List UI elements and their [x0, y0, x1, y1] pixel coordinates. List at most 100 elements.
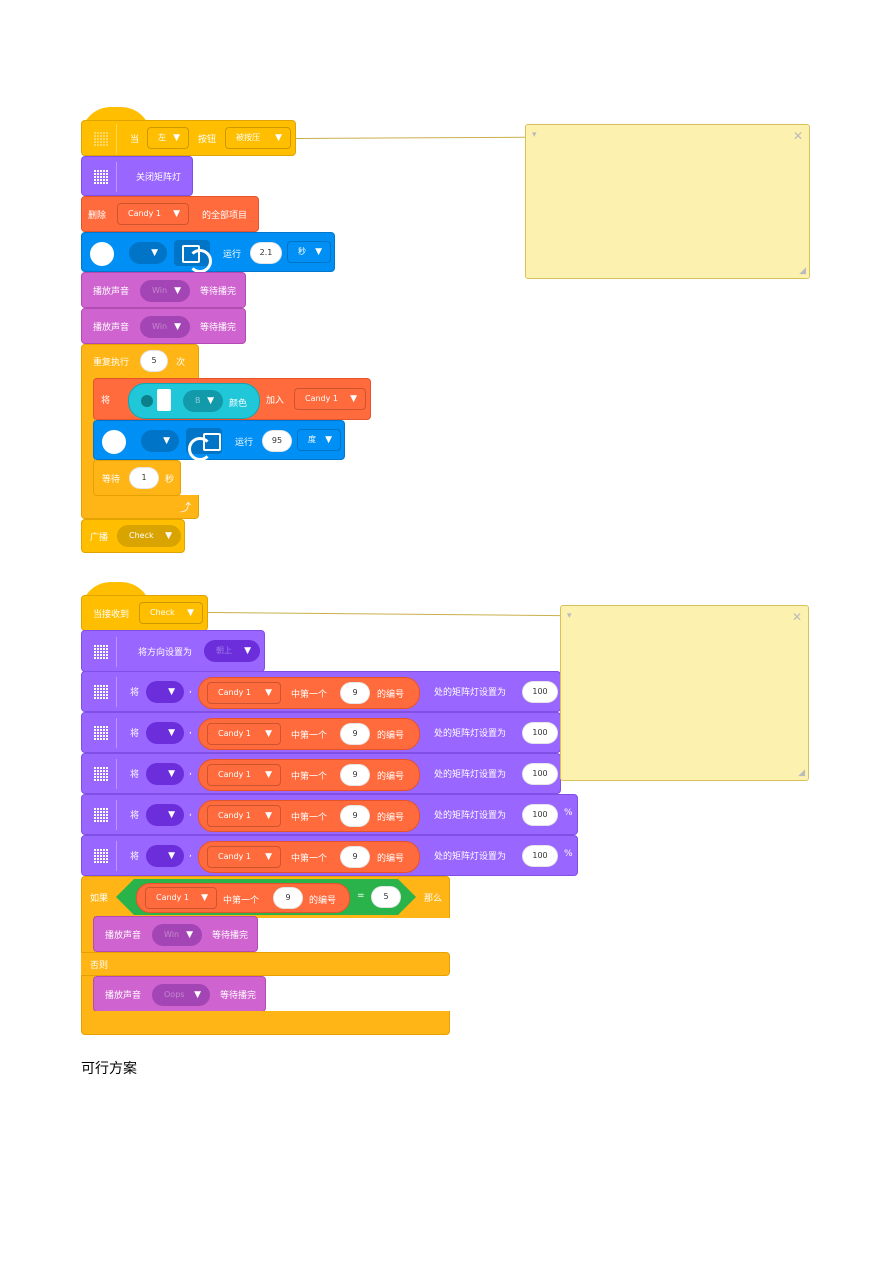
pixel-list-value: Candy 1 [218, 688, 252, 697]
play-sound-block-2[interactable]: 播放声音 Win▼ 等待播完 [81, 308, 246, 344]
degrees-input[interactable]: 95 [262, 430, 292, 452]
chevron-down-icon: ▼ [173, 133, 180, 143]
sound-dropdown[interactable]: Oops▼ [152, 984, 210, 1006]
unit-dropdown[interactable]: 度▼ [297, 429, 341, 451]
item-input[interactable]: 9 [340, 764, 370, 786]
brightness-input[interactable]: 100 [522, 763, 558, 785]
x-dropdown[interactable]: ▼ [146, 845, 184, 867]
brightness-input[interactable]: 100 [522, 681, 558, 703]
chevron-down-icon: ▼ [325, 435, 332, 445]
chevron-down-icon: ▼ [265, 770, 272, 780]
find-index-reporter[interactable]: Candy 1▼ 中第一个 9 的编号 [198, 677, 420, 709]
pixel-list-dropdown[interactable]: Candy 1▼ [207, 846, 281, 868]
motor-run-block-2[interactable]: ▼ 运行 95 度▼ [93, 420, 345, 461]
if-list-dropdown[interactable]: Candy 1▼ [145, 887, 217, 909]
x-dropdown[interactable]: ▼ [146, 722, 184, 744]
chevron-down-icon: ▼ [265, 811, 272, 821]
set-brightness-label: 处的矩阵灯设置为 [434, 852, 507, 862]
sensor-port-dropdown[interactable]: B▼ [183, 390, 223, 412]
sound-dropdown[interactable]: Win▼ [140, 316, 190, 338]
duration-input[interactable]: 2.1 [250, 242, 282, 264]
unit-value: 秒 [298, 247, 306, 256]
if-item-input[interactable]: 9 [273, 887, 303, 909]
play-sound-block-1[interactable]: 播放声音 Win▼ 等待播完 [81, 272, 246, 308]
compare-input[interactable]: 5 [371, 886, 401, 908]
delete-list-dropdown[interactable]: Candy 1▼ [117, 203, 189, 225]
x-dropdown[interactable]: ▼ [146, 681, 184, 703]
item-input[interactable]: 9 [340, 723, 370, 745]
comment-connector-2 [207, 612, 561, 617]
brightness-input[interactable]: 100 [522, 845, 558, 867]
loop-arrow-icon: ⤴ [180, 501, 191, 514]
item-input[interactable]: 9 [340, 682, 370, 704]
motor-port-dropdown[interactable]: ▼ [129, 242, 167, 264]
equals-operator[interactable]: Candy 1▼ 中第一个 9 的编号 = 5 [116, 879, 416, 915]
close-icon[interactable]: ✕ [791, 610, 802, 624]
set-pixel-block[interactable]: 将 ▼ , Candy 1▼ 中第一个 9 的编号 处的矩阵灯设置为 100 [81, 753, 561, 794]
collapse-icon[interactable]: ▾ [567, 611, 572, 621]
set-pixel-block[interactable]: 将 ▼ , Candy 1▼ 中第一个 9 的编号 处的矩阵灯设置为 100 % [81, 794, 578, 835]
sound-dropdown[interactable]: Win▼ [152, 924, 202, 946]
play-sound-then-block[interactable]: 播放声音 Win▼ 等待播完 [93, 916, 258, 952]
resize-handle-icon[interactable]: ◢ [799, 266, 806, 276]
rotate-clockwise-icon[interactable] [174, 240, 212, 273]
x-dropdown[interactable]: ▼ [146, 763, 184, 785]
collapse-icon[interactable]: ▾ [532, 130, 537, 140]
repeat-block[interactable]: 重复执行 5 次 [81, 344, 199, 380]
find-index-reporter[interactable]: Candy 1▼ 中第一个 9 的编号 [198, 800, 420, 832]
find-index-reporter[interactable]: Candy 1▼ 中第一个 9 的编号 [198, 759, 420, 791]
motor-run-block-1[interactable]: ▼ 运行 2.1 秒▼ [81, 232, 335, 273]
when-button-pressed-block[interactable]: 当 左▼ 按钮 被按压▼ [81, 120, 296, 156]
find-index-reporter[interactable]: Candy 1▼ 中第一个 9 的编号 [198, 841, 420, 873]
wait-input[interactable]: 1 [129, 467, 159, 489]
button-side-dropdown[interactable]: 左▼ [147, 127, 189, 149]
add-list-dropdown[interactable]: Candy 1▼ [294, 388, 366, 410]
set-pixel-block[interactable]: 将 ▼ , Candy 1▼ 中第一个 9 的编号 处的矩阵灯设置为 100 % [81, 835, 578, 876]
sound-dropdown[interactable]: Win▼ [140, 280, 190, 302]
matrix-off-block[interactable]: 关闭矩阵灯 [81, 156, 193, 196]
item-input[interactable]: 9 [340, 846, 370, 868]
repeat-count-input[interactable]: 5 [140, 350, 168, 372]
wait-unit: 秒 [165, 475, 175, 485]
set-pixel-block[interactable]: 将 ▼ , Candy 1▼ 中第一个 9 的编号 处的矩阵灯设置为 100 [81, 671, 561, 712]
set-pixel-block[interactable]: 将 ▼ , Candy 1▼ 中第一个 9 的编号 处的矩阵灯设置为 100 [81, 712, 561, 753]
wait-block[interactable]: 等待 1 秒 [93, 460, 181, 496]
if-else-block[interactable]: 如果 Candy 1▼ 中第一个 9 的编号 = 5 那么 [81, 876, 450, 918]
chevron-down-icon: ▼ [315, 247, 322, 257]
brightness-input[interactable]: 100 [522, 722, 558, 744]
set-orientation-block[interactable]: 将方向设置为 朝上▼ [81, 630, 265, 672]
chevron-down-icon: ▼ [187, 608, 194, 618]
find-index-reporter[interactable]: Candy 1▼ 中第一个 9 的编号 [136, 883, 350, 913]
orientation-dropdown[interactable]: 朝上▼ [204, 640, 260, 662]
button-label: 按钮 [198, 135, 217, 145]
pixel-list-dropdown[interactable]: Candy 1▼ [207, 682, 281, 704]
button-state-dropdown[interactable]: 被按压▼ [225, 127, 291, 149]
unit-dropdown[interactable]: 秒▼ [287, 241, 331, 263]
light-matrix-icon [86, 162, 117, 192]
receive-message-dropdown[interactable]: Check▼ [139, 602, 203, 624]
chevron-down-icon: ▼ [168, 769, 175, 779]
when-receive-block[interactable]: 当接收到 Check▼ [81, 595, 208, 631]
rotate-counterclockwise-icon[interactable] [186, 428, 222, 461]
pixel-list-dropdown[interactable]: Candy 1▼ [207, 764, 281, 786]
add-color-to-list-block[interactable]: 将 B▼ 颜色 加入 Candy 1▼ [93, 378, 371, 420]
first-label: 中第一个 [291, 731, 328, 741]
broadcast-block[interactable]: 广播 Check▼ [81, 519, 185, 553]
broadcast-message-dropdown[interactable]: Check▼ [117, 525, 181, 547]
color-sensor-reporter[interactable]: B▼ 颜色 [128, 383, 260, 419]
comment-note-1[interactable]: ▾ ✕ ◢ [525, 124, 810, 279]
play-sound-label: 播放声音 [93, 287, 130, 297]
motor-port-dropdown[interactable]: ▼ [141, 430, 179, 452]
close-icon[interactable]: ✕ [792, 129, 803, 143]
chevron-down-icon: ▼ [265, 852, 272, 862]
brightness-input[interactable]: 100 [522, 804, 558, 826]
item-input[interactable]: 9 [340, 805, 370, 827]
resize-handle-icon[interactable]: ◢ [798, 768, 805, 778]
comment-note-2[interactable]: ▾ ✕ ◢ [560, 605, 809, 781]
pixel-list-dropdown[interactable]: Candy 1▼ [207, 805, 281, 827]
pixel-list-dropdown[interactable]: Candy 1▼ [207, 723, 281, 745]
play-sound-else-block[interactable]: 播放声音 Oops▼ 等待播完 [93, 976, 266, 1012]
find-index-reporter[interactable]: Candy 1▼ 中第一个 9 的编号 [198, 718, 420, 750]
x-dropdown[interactable]: ▼ [146, 804, 184, 826]
delete-all-block[interactable]: 删除 Candy 1▼ 的全部项目 [81, 196, 259, 232]
